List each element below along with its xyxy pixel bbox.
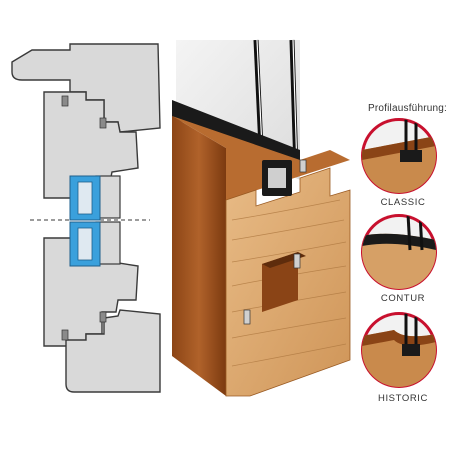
- frame-seals: [243, 159, 307, 325]
- wood-side-face: [172, 116, 226, 396]
- profile-heading: Profilausführung:: [368, 103, 448, 114]
- top-frame-profile: [11, 43, 161, 133]
- glass-spacer-lower: [77, 227, 93, 261]
- profile-circle-classic: [361, 118, 437, 194]
- wood-top-bevel: [172, 116, 350, 200]
- seal-markers: [61, 95, 107, 341]
- profile-circle-historic: [361, 312, 437, 388]
- profile-circle-contur: [361, 214, 437, 290]
- cross-section-drawing: [11, 43, 161, 393]
- wood-grain-lines: [231, 199, 347, 367]
- profile-label-contur: CONTUR: [380, 293, 426, 304]
- wood-frame-3d: [172, 39, 351, 397]
- glass-spacer-upper: [77, 181, 93, 215]
- bottom-frame-profile: [65, 309, 161, 393]
- profile-label-historic: HISTORIC: [377, 393, 429, 404]
- profile-label-classic: CLASSIC: [380, 197, 426, 208]
